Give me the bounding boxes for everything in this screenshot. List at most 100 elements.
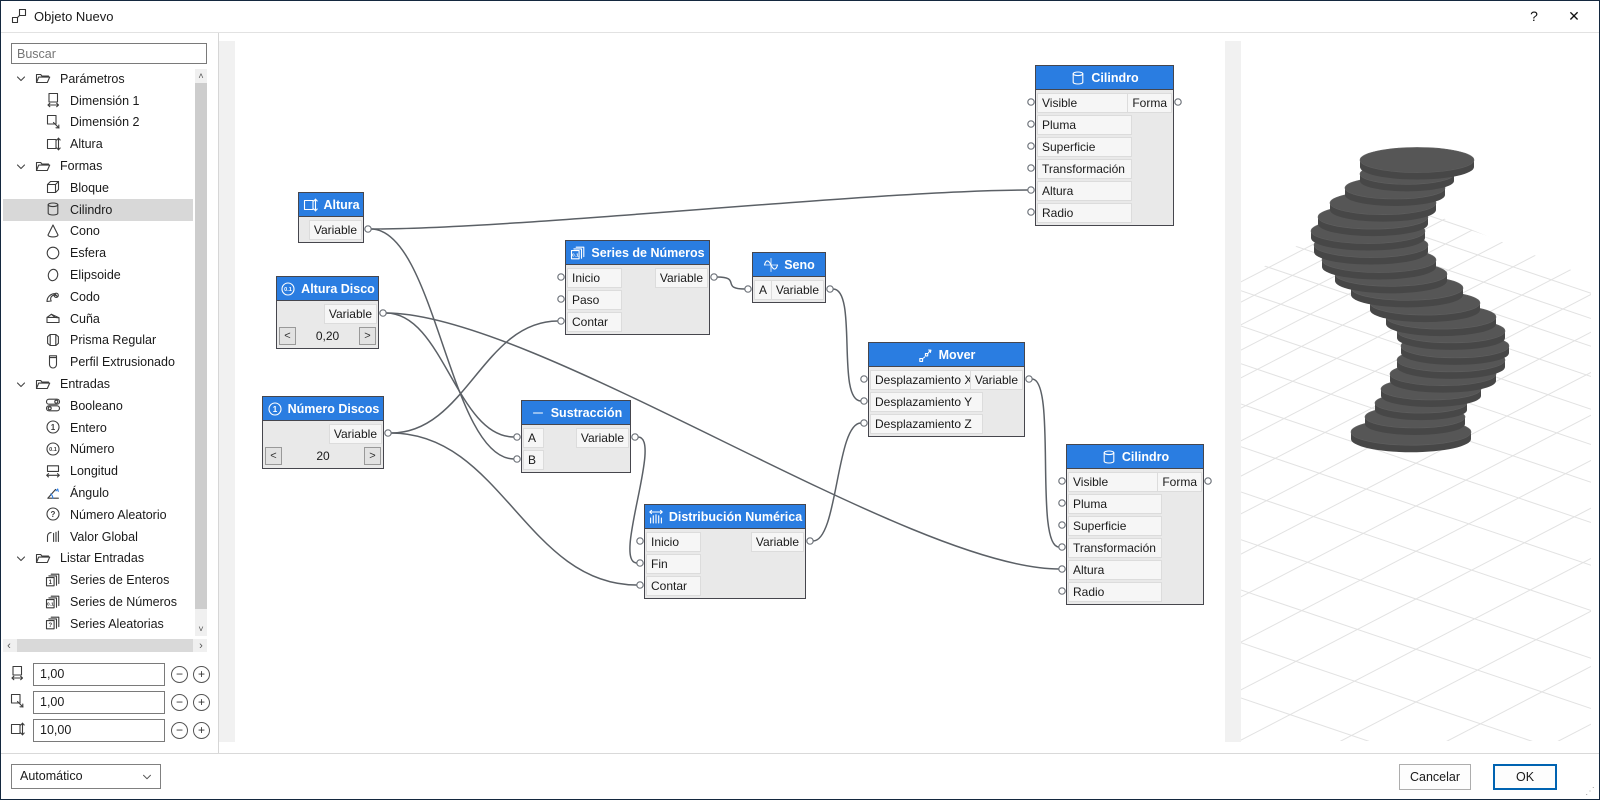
scrollbar-thumb[interactable]	[17, 639, 193, 652]
sidebar-item-longitud[interactable]: Longitud	[3, 460, 193, 482]
node-header[interactable]: Distribución Numérica	[645, 505, 805, 529]
sidebar-item-cono[interactable]: Cono	[3, 221, 193, 243]
preview-3d-viewport[interactable]	[1241, 41, 1591, 742]
sidebar-item-angulo[interactable]: Ángulo	[3, 482, 193, 504]
input-port[interactable]	[1027, 186, 1035, 194]
sidebar-item-parametros[interactable]: Parámetros	[3, 68, 193, 90]
input-port[interactable]	[1027, 208, 1035, 216]
stepper-next-button[interactable]: >	[364, 447, 381, 465]
output-port[interactable]	[1174, 98, 1182, 106]
sidebar-item-esfera[interactable]: Esfera	[3, 242, 193, 264]
node-header[interactable]: Cilindro	[1036, 66, 1173, 90]
scroll-up-arrow[interactable]: ˄	[198, 71, 204, 81]
input-port[interactable]	[1058, 587, 1066, 595]
cancel-button[interactable]: Cancelar	[1399, 764, 1471, 790]
stepper-next-button[interactable]: >	[359, 327, 376, 345]
sidebar-item-dimension-2[interactable]: Dimensión 2	[3, 112, 193, 134]
wire[interactable]	[390, 432, 638, 586]
node-header[interactable]: Cilindro	[1067, 445, 1203, 469]
input-port[interactable]	[860, 397, 868, 405]
input-port[interactable]	[860, 375, 868, 383]
node-header[interactable]: Altura	[299, 193, 363, 217]
param-value-field[interactable]: 1,00	[33, 663, 165, 686]
node-header[interactable]: Sustracción	[522, 401, 630, 425]
input-port[interactable]	[744, 285, 752, 293]
decrement-button[interactable]: −	[171, 666, 188, 683]
wire[interactable]	[832, 288, 862, 402]
chevron-down-icon[interactable]	[13, 377, 28, 392]
decrement-button[interactable]: −	[171, 694, 188, 711]
sidebar-item-prisma-regular[interactable]: Prisma Regular	[3, 330, 193, 352]
resize-grip[interactable]: ⋰	[1585, 786, 1596, 797]
sidebar-item-formas[interactable]: Formas	[3, 155, 193, 177]
wire[interactable]	[1031, 378, 1060, 548]
wire[interactable]	[370, 189, 1029, 230]
chevron-down-icon[interactable]	[13, 71, 28, 86]
increment-button[interactable]: +	[193, 666, 210, 683]
scroll-right-arrow[interactable]: ›	[199, 640, 203, 652]
input-port[interactable]	[557, 295, 565, 303]
scroll-left-arrow[interactable]: ‹	[7, 640, 11, 652]
input-port[interactable]	[1027, 142, 1035, 150]
input-port[interactable]	[513, 433, 521, 441]
scrollbar-thumb[interactable]	[195, 83, 207, 609]
sidebar-item-bloque[interactable]: Bloque	[3, 177, 193, 199]
output-port[interactable]	[1204, 477, 1212, 485]
mode-select[interactable]: Automático	[11, 764, 161, 789]
output-port[interactable]	[364, 225, 372, 233]
sidebar-item-booleano[interactable]: Booleano	[3, 395, 193, 417]
wire[interactable]	[716, 276, 746, 290]
input-port[interactable]	[557, 273, 565, 281]
input-port[interactable]	[1027, 98, 1035, 106]
node-header[interactable]: Mover	[869, 343, 1024, 367]
input-port[interactable]	[1058, 521, 1066, 529]
increment-button[interactable]: +	[193, 694, 210, 711]
sidebar-item-numero-aleatorio[interactable]: ?Número Aleatorio	[3, 504, 193, 526]
input-port[interactable]	[1058, 499, 1066, 507]
wire[interactable]	[390, 320, 559, 434]
node-canvas[interactable]	[235, 41, 1225, 742]
sidebar-item-listar-entradas[interactable]: Listar Entradas	[3, 548, 193, 570]
increment-button[interactable]: +	[193, 722, 210, 739]
wire[interactable]	[370, 228, 515, 460]
input-port[interactable]	[636, 581, 644, 589]
sidebar-item-valor-global[interactable]: Valor Global	[3, 526, 193, 548]
input-port[interactable]	[636, 559, 644, 567]
sidebar-item-entradas[interactable]: Entradas	[3, 373, 193, 395]
sidebar-item-cuna[interactable]: Cuña	[3, 308, 193, 330]
output-port[interactable]	[1025, 375, 1033, 383]
output-port[interactable]	[379, 309, 387, 317]
chevron-down-icon[interactable]	[13, 159, 28, 174]
sidebar-item-perfil-extrusionado[interactable]: Perfil Extrusionado	[3, 351, 193, 373]
sidebar-item-codo[interactable]: Codo	[3, 286, 193, 308]
sidebar-item-elipsoide[interactable]: Elipsoide	[3, 264, 193, 286]
chevron-down-icon[interactable]	[13, 551, 28, 566]
tree-vertical-scrollbar[interactable]: ˄ ˅	[195, 69, 207, 636]
title-bar[interactable]: Objeto Nuevo ? ✕	[1, 1, 1599, 33]
input-port[interactable]	[1027, 164, 1035, 172]
input-port[interactable]	[1058, 477, 1066, 485]
output-port[interactable]	[806, 537, 814, 545]
output-port[interactable]	[826, 285, 834, 293]
sidebar-item-altura[interactable]: Altura	[3, 133, 193, 155]
scroll-down-arrow[interactable]: ˅	[198, 624, 204, 634]
wire[interactable]	[385, 312, 515, 438]
output-port[interactable]	[631, 433, 639, 441]
input-port[interactable]	[636, 537, 644, 545]
stepper-prev-button[interactable]: <	[279, 327, 296, 345]
